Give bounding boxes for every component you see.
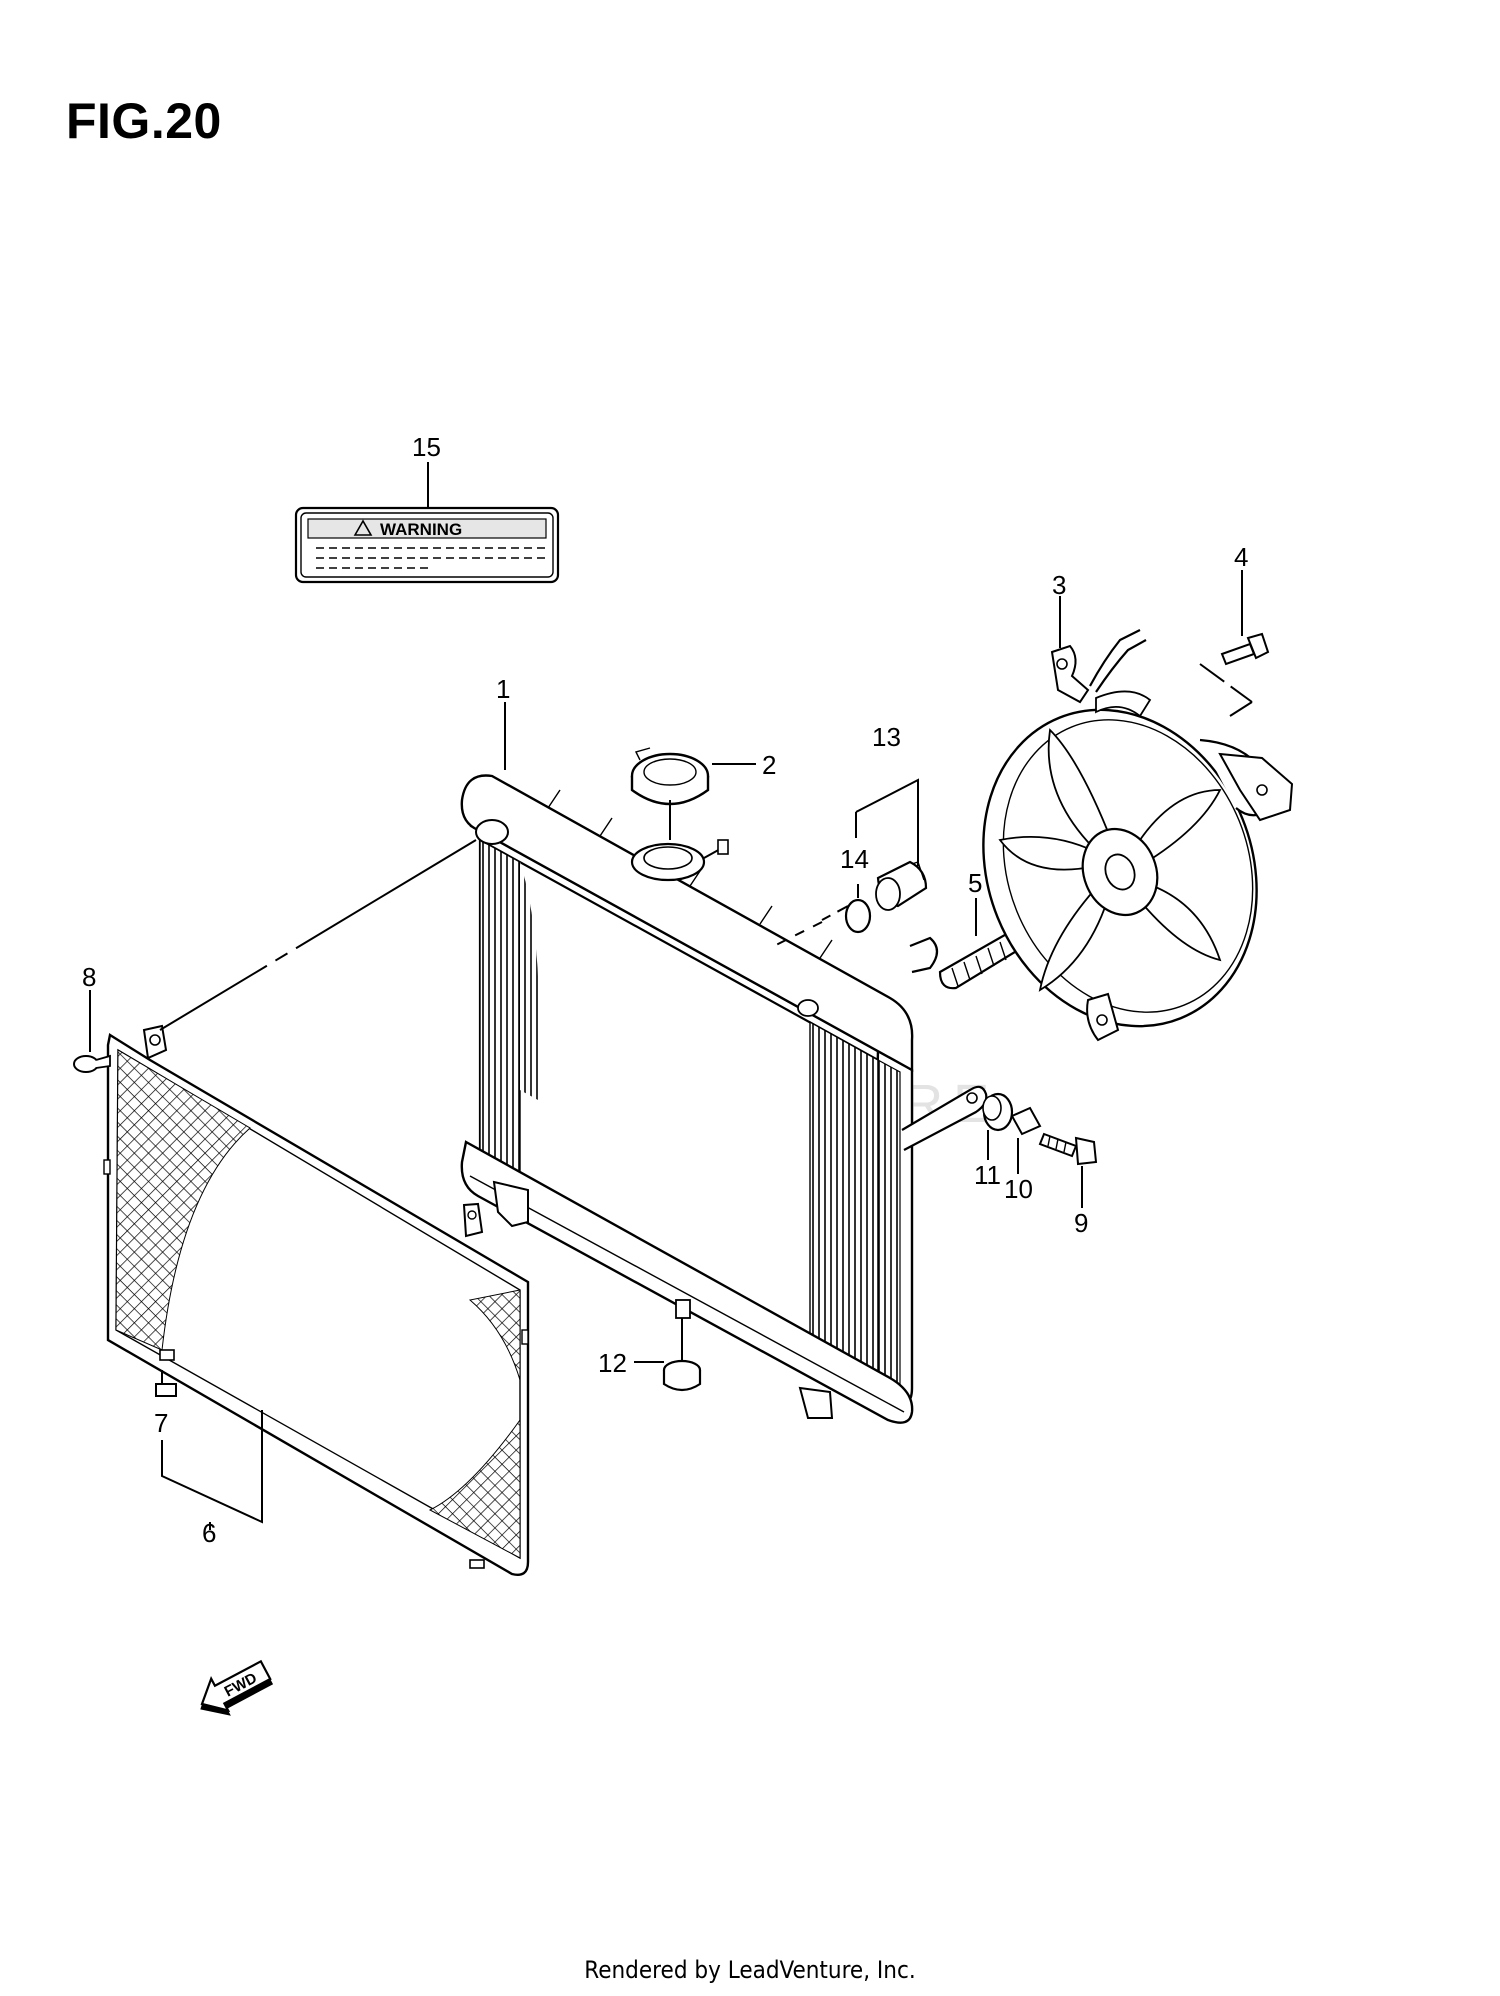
screen-clip-part <box>155 1383 177 1397</box>
figure-title: FIG.20 <box>66 93 222 149</box>
callout-labels: 1 2 3 4 5 6 7 8 9 10 11 12 13 14 15 <box>82 432 1248 1548</box>
radiator-part <box>460 774 988 1424</box>
radiator-cap-part <box>630 747 710 806</box>
o-ring-part <box>844 898 872 934</box>
callout-13: 13 <box>872 722 901 752</box>
callout-6: 6 <box>202 1518 216 1548</box>
mounting-bolt-part <box>1038 1132 1098 1166</box>
callout-14: 14 <box>840 844 869 874</box>
callout-11: 11 <box>974 1160 1001 1190</box>
screen-screw-part <box>73 1054 111 1073</box>
callout-8: 8 <box>82 962 96 992</box>
callout-9: 9 <box>1074 1208 1088 1238</box>
collar-part <box>1010 1106 1042 1136</box>
callout-1: 1 <box>496 674 510 704</box>
callout-3: 3 <box>1052 570 1066 600</box>
leader-lines <box>89 462 1253 1530</box>
fan-bolt-part <box>1220 632 1270 666</box>
grommet-part <box>982 1092 1014 1132</box>
warning-triangle-icon <box>353 519 373 536</box>
thermo-switch-part <box>875 860 928 911</box>
warning-label-heading: WARNING <box>380 520 462 539</box>
rubber-cushion-part <box>662 1359 702 1392</box>
callout-4: 4 <box>1234 542 1248 572</box>
render-footer: Rendered by LeadVenture, Inc. <box>584 1956 916 1984</box>
warning-label-part: WARNING <box>294 506 560 584</box>
callout-15: 15 <box>412 432 441 462</box>
forward-arrow-icon: FWD <box>200 1659 274 1716</box>
callout-12: 12 <box>598 1348 627 1378</box>
callout-7: 7 <box>154 1408 168 1438</box>
radiator-screen-part <box>103 1024 530 1576</box>
cooling-fan-part <box>982 629 1294 1042</box>
callout-5: 5 <box>968 868 982 898</box>
callout-2: 2 <box>762 750 776 780</box>
callout-10: 10 <box>1004 1174 1033 1204</box>
